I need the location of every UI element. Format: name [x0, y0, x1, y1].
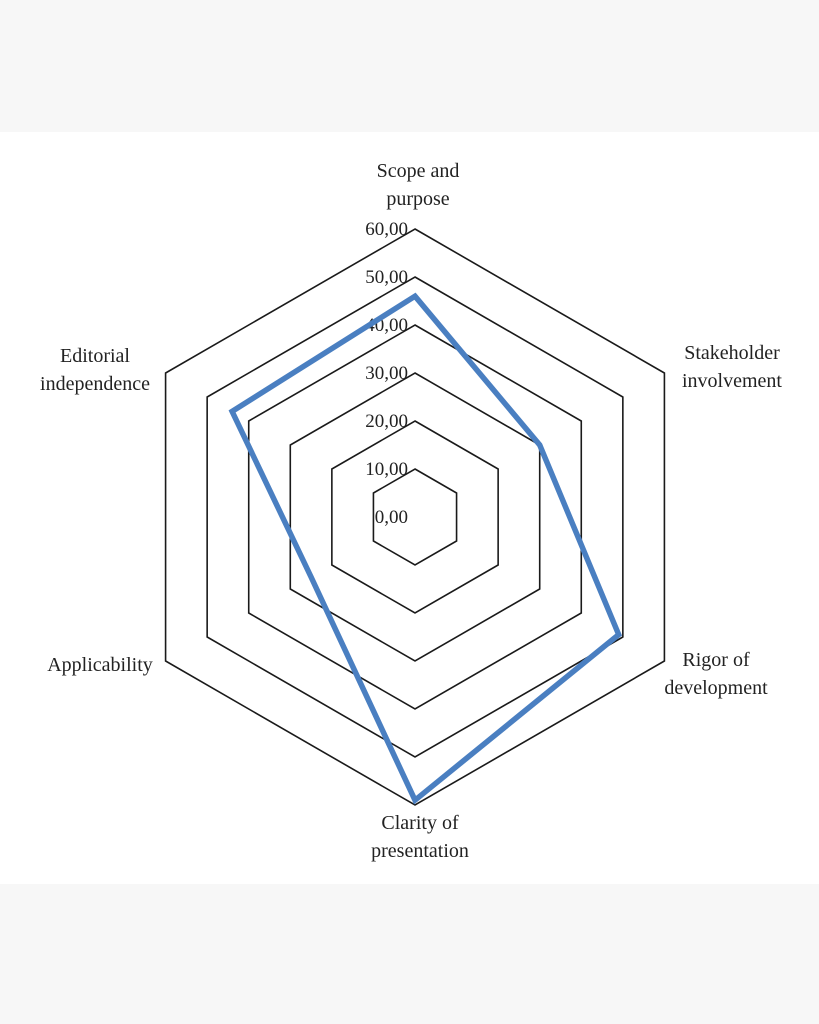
axis-label: Stakeholder involvement	[682, 342, 782, 392]
axis-label-line: Scope and	[377, 160, 460, 182]
tick-label: 50,00	[365, 267, 408, 288]
axis-label: Applicability	[47, 654, 153, 676]
grid-ring-40	[247, 324, 583, 710]
chart-panel	[0, 132, 819, 884]
tick-label: 20,00	[365, 411, 408, 432]
grid-ring-20	[331, 420, 499, 614]
axis-label: Rigor of development	[664, 649, 768, 699]
grid-ring-50	[206, 276, 624, 758]
axis-label: Clarity of presentation	[371, 812, 469, 862]
axis-label-line: Clarity of	[381, 812, 459, 834]
grid-ring-60	[164, 228, 666, 806]
axis-label-line: independence	[40, 373, 150, 395]
axis-label-line: presentation	[371, 840, 469, 862]
tick-label: 10,00	[365, 459, 408, 480]
tick-label: 30,00	[365, 363, 408, 384]
axis-label: Scope and purpose	[377, 160, 460, 210]
axis-label-line: purpose	[386, 188, 449, 210]
grid-ring-10	[372, 468, 458, 566]
axis-label-line: Applicability	[47, 654, 153, 676]
axis-label-line: Rigor of	[682, 649, 750, 671]
axis-label-line: Stakeholder	[684, 342, 780, 364]
axis-label-line: development	[664, 677, 768, 699]
axis-label-line: involvement	[682, 370, 782, 392]
tick-label: 60,00	[365, 219, 408, 240]
axis-label: Editorial independence	[40, 345, 150, 395]
tick-label: 0,00	[375, 507, 408, 528]
axis-label-line: Editorial	[60, 345, 130, 367]
